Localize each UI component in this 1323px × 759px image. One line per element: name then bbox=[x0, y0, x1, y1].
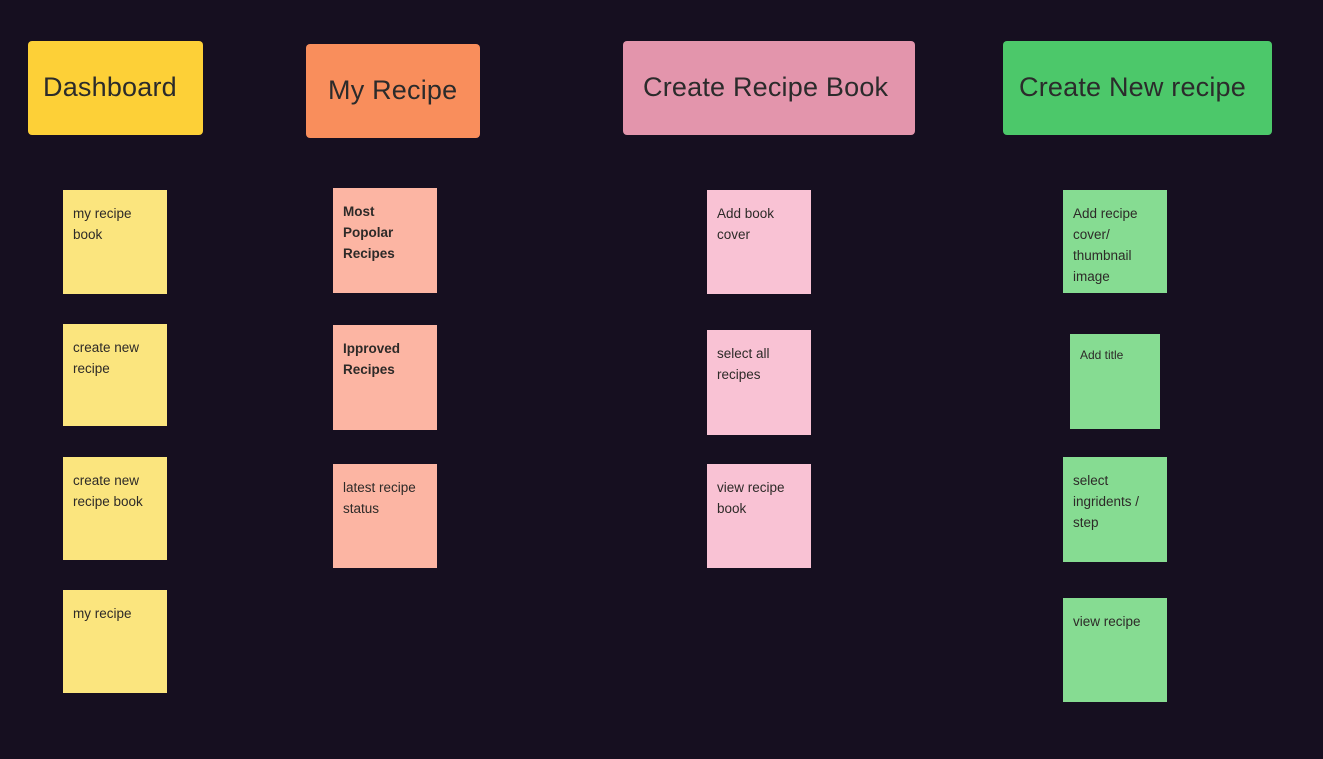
sticky-note[interactable]: view recipe book bbox=[707, 464, 811, 568]
column-header-label: My Recipe bbox=[328, 75, 458, 106]
sticky-note[interactable]: my recipe bbox=[63, 590, 167, 693]
sticky-note-text: select all recipes bbox=[717, 346, 770, 382]
sticky-note-text: create new recipe bbox=[73, 340, 140, 376]
sticky-note[interactable]: my recipe book bbox=[63, 190, 167, 294]
sticky-note-text: Most Popolar Recipes bbox=[343, 204, 395, 261]
sticky-note[interactable]: select ingridents / step bbox=[1063, 457, 1167, 562]
column-header-label: Create New recipe bbox=[1019, 72, 1246, 103]
sticky-note-text: Add book cover bbox=[717, 206, 775, 242]
sticky-note[interactable]: Add book cover bbox=[707, 190, 811, 294]
column-header-create-recipe-book[interactable]: Create Recipe Book bbox=[623, 41, 915, 135]
sticky-note[interactable]: latest recipe status bbox=[333, 464, 437, 568]
column-header-dashboard[interactable]: Dashboard bbox=[28, 41, 203, 135]
sticky-note-text: Add recipe cover/ thumbnail image bbox=[1073, 206, 1138, 284]
sticky-note[interactable]: Add recipe cover/ thumbnail image bbox=[1063, 190, 1167, 293]
column-header-my-recipe[interactable]: My Recipe bbox=[306, 44, 480, 138]
sticky-note-text: my recipe book bbox=[73, 206, 132, 242]
column-header-label: Create Recipe Book bbox=[643, 72, 889, 103]
column-header-label: Dashboard bbox=[43, 72, 177, 103]
sticky-note-text: my recipe bbox=[73, 606, 132, 621]
sticky-note[interactable]: view recipe bbox=[1063, 598, 1167, 702]
sticky-note[interactable]: create new recipe bbox=[63, 324, 167, 426]
sticky-note[interactable]: create new recipe book bbox=[63, 457, 167, 560]
sticky-note-text: latest recipe status bbox=[343, 480, 416, 516]
sticky-note[interactable]: Ipproved Recipes bbox=[333, 325, 437, 430]
sticky-note-text: create new recipe book bbox=[73, 473, 143, 509]
sticky-note[interactable]: Add title bbox=[1070, 334, 1160, 429]
sticky-note-text: view recipe bbox=[1073, 614, 1141, 629]
sticky-note-text: view recipe book bbox=[717, 480, 785, 516]
sticky-note-text: Ipproved Recipes bbox=[343, 341, 401, 377]
sticky-note-text: Add title bbox=[1080, 348, 1124, 362]
sticky-note[interactable]: Most Popolar Recipes bbox=[333, 188, 437, 293]
column-header-create-new-recipe[interactable]: Create New recipe bbox=[1003, 41, 1272, 135]
sticky-note-text: select ingridents / step bbox=[1073, 473, 1140, 530]
sticky-note[interactable]: select all recipes bbox=[707, 330, 811, 435]
